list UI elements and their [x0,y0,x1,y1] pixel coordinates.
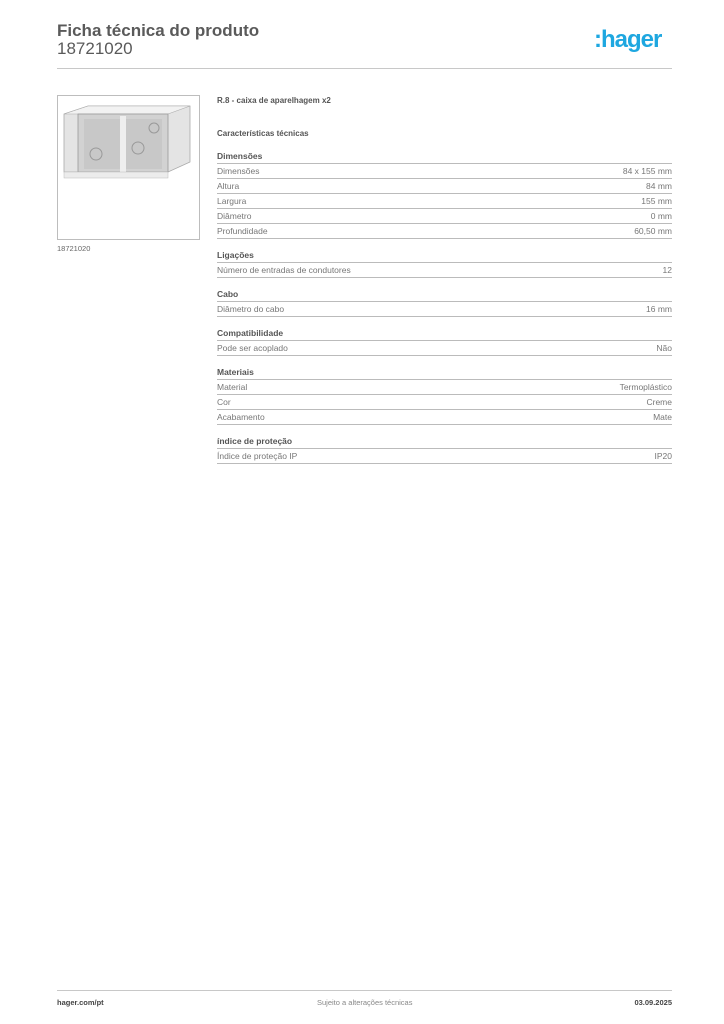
spec-label: Número de entradas de condutores [217,265,351,275]
spec-row: Altura 84 mm [217,179,672,194]
spec-value: Não [656,343,672,353]
spec-value: 60,50 mm [634,226,672,236]
image-caption: 18721020 [57,244,91,253]
footer-date: 03.09.2025 [634,998,672,1007]
group-heading: índice de proteção [217,434,672,449]
spec-label: Material [217,382,248,392]
spec-value: 155 mm [641,196,672,206]
footer-website[interactable]: hager.com/pt [57,998,104,1007]
spec-value: Termoplástico [619,382,672,392]
footer-divider [57,990,672,991]
spec-value: IP20 [654,451,673,461]
spec-value: Creme [646,397,672,407]
spec-label: Diâmetro do cabo [217,304,285,314]
product-image [57,95,200,240]
spec-label: Profundidade [217,226,268,236]
spec-row: Pode ser acoplado Não [217,341,672,356]
spec-row: Acabamento Mate [217,410,672,425]
spec-label: Acabamento [217,412,265,422]
product-id: 18721020 [57,39,133,58]
spec-column: R.8 - caixa de aparelhagem x2 Caracterís… [217,96,672,473]
spec-row: Diâmetro do cabo 16 mm [217,302,672,317]
spec-label: Dimensões [217,166,260,176]
group-heading: Dimensões [217,149,672,164]
group-heading: Materiais [217,365,672,380]
spec-label: Pode ser acoplado [217,343,288,353]
page-title: Ficha técnica do produto [57,21,260,40]
section-title: Características técnicas [217,129,309,138]
spec-label: Altura [217,181,240,191]
spec-value: 84 mm [646,181,672,191]
spec-row: Número de entradas de condutores 12 [217,263,672,278]
spec-row: Material Termoplástico [217,380,672,395]
spec-row: Diâmetro 0 mm [217,209,672,224]
spec-value: 0 mm [650,211,672,221]
spec-row: Largura 155 mm [217,194,672,209]
spec-label: Índice de proteção IP [217,451,298,461]
group-heading: Ligações [217,248,672,263]
spec-value: Mate [653,412,672,422]
spec-row: Índice de proteção IP IP20 [217,449,672,464]
hager-logo: :hager [594,26,662,53]
group-heading: Compatibilidade [217,326,672,341]
spec-label: Diâmetro [217,211,252,221]
spec-row: Dimensões 84 x 155 mm [217,164,672,179]
spec-row: Cor Creme [217,395,672,410]
spec-label: Cor [217,397,231,407]
product-title: R.8 - caixa de aparelhagem x2 [217,96,331,105]
spec-value: 12 [662,265,672,275]
spec-value: 84 x 155 mm [622,166,672,176]
spec-row: Profundidade 60,50 mm [217,224,672,239]
junction-box-image [63,105,191,179]
header-divider [57,68,672,69]
group-heading: Cabo [217,287,672,302]
spec-value: 16 mm [646,304,672,314]
spec-label: Largura [217,196,247,206]
footer-note: Sujeito a alterações técnicas [317,998,413,1007]
